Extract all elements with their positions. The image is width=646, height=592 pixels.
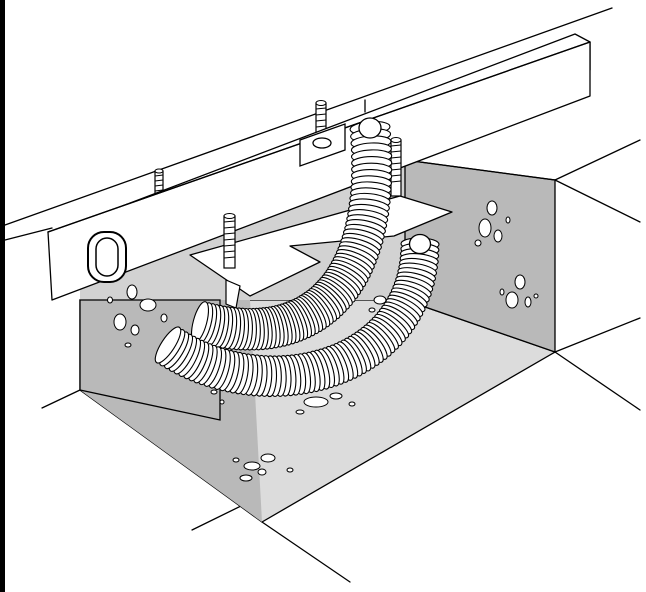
left-margin-bar — [0, 0, 5, 592]
hose-lower-rib — [154, 326, 182, 364]
level-vial — [87, 231, 127, 283]
spirit-level — [47, 33, 591, 301]
threaded-rod-front-right — [390, 137, 402, 197]
flexible-hose-lower — [154, 233, 440, 398]
flexible-hose-upper — [190, 117, 393, 351]
hose-upper-opening — [358, 117, 382, 139]
level-bubble-window — [299, 123, 346, 167]
hose-lower-opening — [408, 233, 432, 255]
cavity-left-wall-face — [79, 299, 221, 421]
threaded-rod-front-left — [223, 213, 236, 269]
surface-speckles — [107, 200, 539, 482]
